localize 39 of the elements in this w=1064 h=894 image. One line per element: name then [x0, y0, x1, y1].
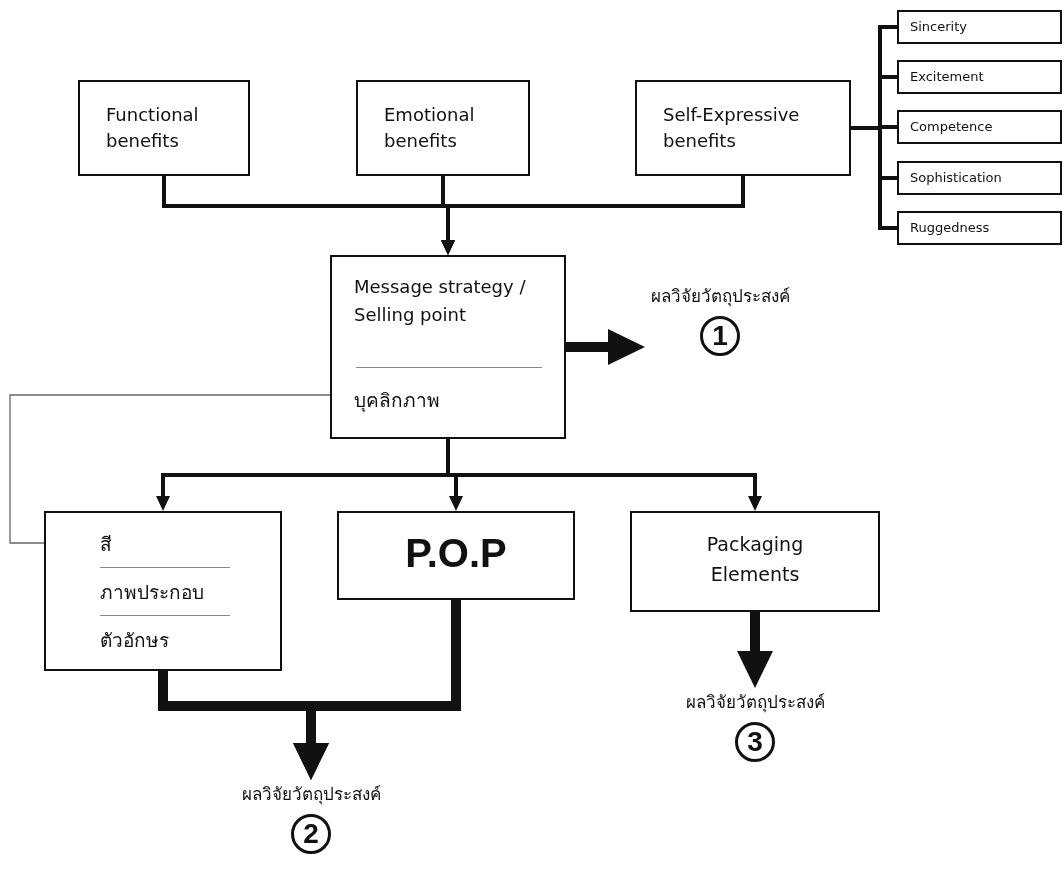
box-label: Functional benefits [106, 103, 200, 153]
trait-box [897, 60, 1062, 94]
trait-box [897, 110, 1062, 144]
benefit-box [78, 80, 250, 176]
trait-label: Excitement [910, 69, 984, 84]
trait-label: Competence [910, 119, 993, 134]
pop-box [337, 511, 575, 600]
box-label: Message strategy / Selling point [354, 275, 527, 327]
list-item-label: สี [100, 532, 112, 557]
list-item-label: ตัวอักษร [100, 628, 169, 653]
box-label: Emotional benefits [384, 103, 476, 153]
leader-line [9, 394, 331, 544]
box-label: Self-Expressive benefits [663, 103, 801, 153]
arrow [446, 439, 762, 511]
block-arrow [566, 329, 645, 365]
packaging-box [630, 511, 880, 612]
trait-box [897, 10, 1062, 44]
circled-number: 1 [700, 316, 740, 356]
trait-label: Sophistication [910, 170, 1002, 185]
result-label: ผลวิจัยวัตถุประสงค์ [649, 285, 791, 309]
benefit-box [356, 80, 530, 176]
box-label: Packaging Elements [705, 532, 805, 587]
result-label: ผลวิจัยวัตถุประสงค์ [684, 691, 826, 715]
block-arrow [737, 612, 773, 688]
arrow [441, 176, 745, 255]
box-label: P.O.P [404, 531, 508, 576]
trait-label: Sincerity [910, 19, 967, 34]
benefit-box [635, 80, 851, 176]
box-label: บุคลิกภาพ [354, 388, 440, 414]
block-arrow [293, 600, 461, 780]
circled-number: 3 [735, 722, 775, 762]
list-item-label: ภาพประกอบ [100, 580, 204, 605]
element-box [44, 511, 282, 671]
trait-box [897, 161, 1062, 195]
trait-label: Ruggedness [910, 220, 990, 235]
circled-number: 2 [291, 814, 331, 854]
strategy-box [330, 255, 566, 439]
result-label: ผลวิจัยวัตถุประสงค์ [240, 783, 382, 807]
trait-box [897, 211, 1062, 245]
